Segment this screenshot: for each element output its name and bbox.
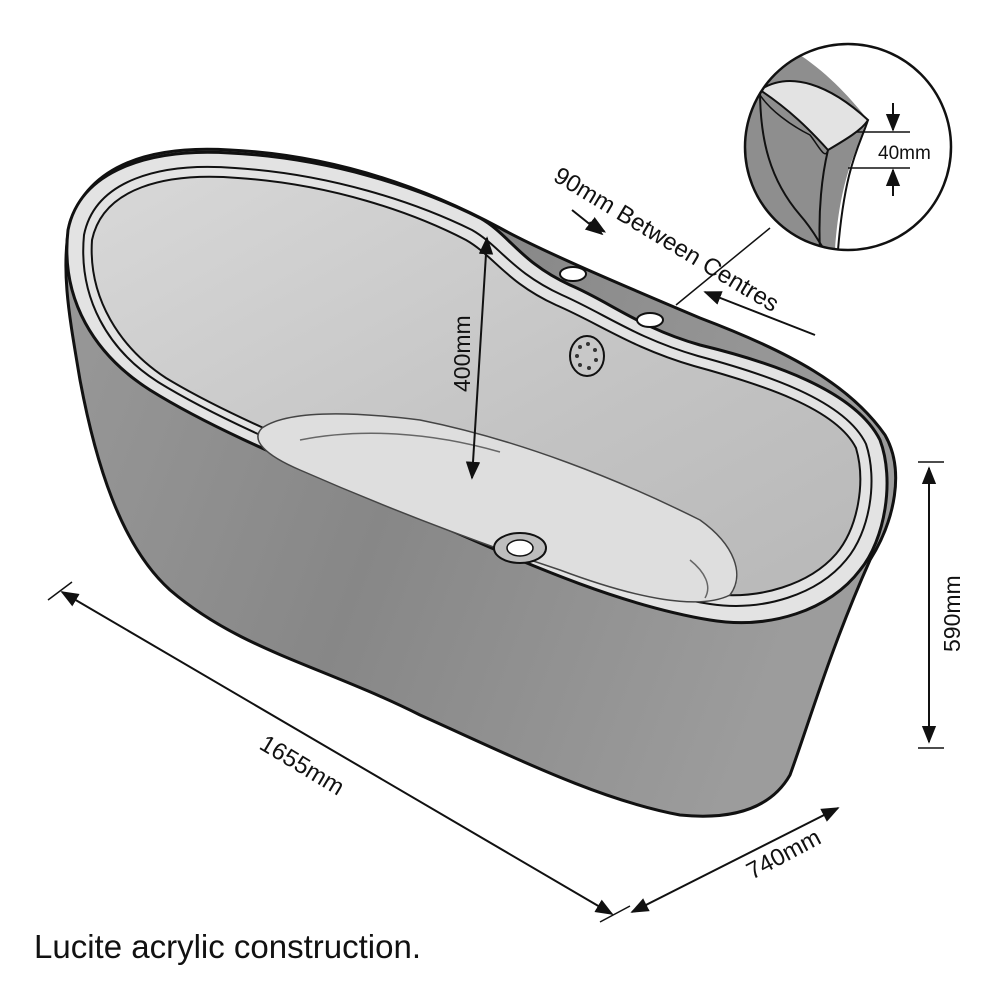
tap-hole-right — [636, 312, 664, 328]
rim-thickness-label: 40mm — [878, 143, 931, 164]
tub-floor — [257, 413, 738, 603]
rim-detail-callout — [743, 42, 953, 252]
depth-label: 400mm — [449, 315, 475, 392]
tap-centres-line-right — [703, 291, 816, 336]
tap-centres-extension — [675, 227, 771, 306]
length-dimension-tick-start — [47, 581, 73, 601]
height-label: 590mm — [939, 575, 965, 652]
tap-centres-line-left — [571, 209, 604, 236]
depth-dimension-line — [465, 236, 494, 480]
waste-outlet-hole — [506, 539, 534, 557]
length-dimension-tick-end — [599, 905, 631, 923]
product-caption: Lucite acrylic construction. — [34, 928, 421, 965]
width-dimension-line — [630, 807, 840, 913]
overflow-icon — [569, 335, 605, 377]
length-label: 1655mm — [255, 730, 349, 801]
tap-hole-left — [559, 266, 587, 282]
width-label: 740mm — [742, 824, 825, 885]
length-dimension-line — [60, 591, 614, 915]
